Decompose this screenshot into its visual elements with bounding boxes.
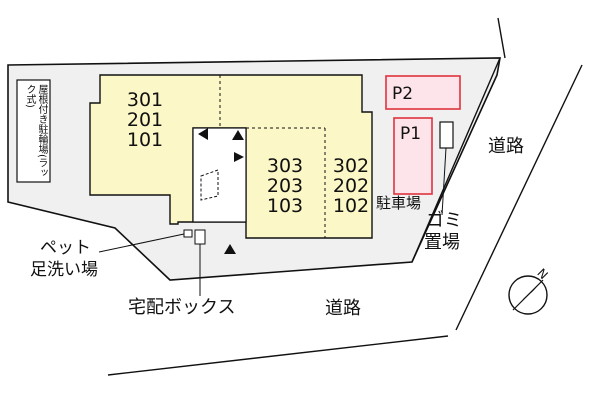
passage	[192, 127, 247, 223]
bicycle-parking-box	[16, 79, 51, 183]
parking-p1-label: P1	[400, 124, 422, 144]
parking-p2-label: P2	[392, 84, 414, 104]
unit-101: 101	[126, 129, 164, 151]
arrow-up-icon	[232, 130, 244, 140]
road-label-right: 道路	[488, 136, 524, 157]
delivery-box-label: 宅配ボックス	[128, 297, 236, 318]
unit-102: 102	[332, 195, 370, 217]
unit-302: 302	[332, 155, 370, 177]
units-middle: 303 203 103	[262, 156, 308, 216]
unit-301: 301	[126, 89, 164, 111]
road-edge-bottom	[107, 335, 449, 376]
garbage-storage	[439, 121, 454, 149]
road-edge-right-inner	[411, 57, 501, 263]
garbage-label-line2: 置場	[424, 232, 460, 253]
garbage-label-line1: ゴミ	[426, 210, 462, 231]
parking-lot-label: 駐車場	[376, 194, 422, 212]
unit-202: 202	[332, 175, 370, 197]
road-edge-top	[497, 17, 506, 59]
compass-icon	[508, 275, 548, 315]
pet-wash-label-line1: ペット	[40, 238, 91, 258]
pet-wash-station	[183, 229, 193, 238]
arrow-left-icon	[198, 128, 208, 140]
unit-103: 103	[266, 195, 304, 217]
pet-wash-leader	[98, 233, 185, 253]
bicycle-parking-label: 屋根付き駐輪場(ラック式)	[24, 84, 47, 178]
garbage-leader	[441, 147, 447, 216]
unit-201: 201	[126, 109, 164, 131]
arrow-up-bottom-icon	[224, 244, 236, 254]
passage-dashed-shape	[200, 169, 219, 201]
arrow-right-icon	[234, 152, 244, 162]
units-right: 302 202 102	[328, 156, 374, 216]
unit-303: 303	[266, 155, 304, 177]
units-left: 301 201 101	[122, 90, 168, 150]
road-edge-right-outer	[455, 64, 583, 331]
pet-wash-label-line2: 足洗い場	[30, 260, 98, 280]
parking-p2	[385, 75, 461, 110]
delivery-box-shape	[194, 229, 206, 245]
parking-p1	[393, 117, 433, 195]
unit-203: 203	[266, 175, 304, 197]
road-label-bottom: 道路	[325, 298, 361, 319]
